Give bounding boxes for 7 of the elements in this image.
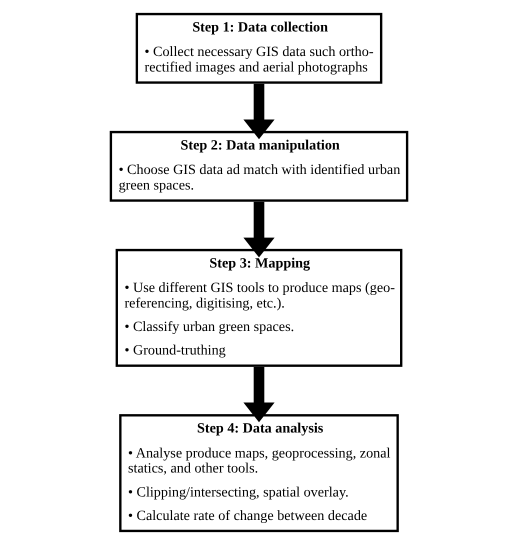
node-box: Step 3: Mapping • Use different GIS tools to produce maps (geo-referencing, digitising, etc.). • Classify urban green spaces. • Ground-truthing bbox=[116, 248, 402, 367]
arrow bbox=[243, 366, 275, 422]
arrow bbox=[243, 202, 275, 258]
node-box: Step 4: Data analysis • Analyse produce maps, geoprocessing, zonal statics, and other tools. • Clipping/intersecting, spatial overlay. • Calculate rate of change between decade bbox=[119, 414, 399, 532]
arrow bbox=[243, 84, 275, 140]
node-box: Step 2: Data manipulation • Choose GIS data ad match with identified urban green spaces. bbox=[110, 130, 408, 202]
node-box: Step 1: Data collection • Collect necessary GIS data such ortho-rectified images and aerial photographs bbox=[136, 12, 382, 84]
